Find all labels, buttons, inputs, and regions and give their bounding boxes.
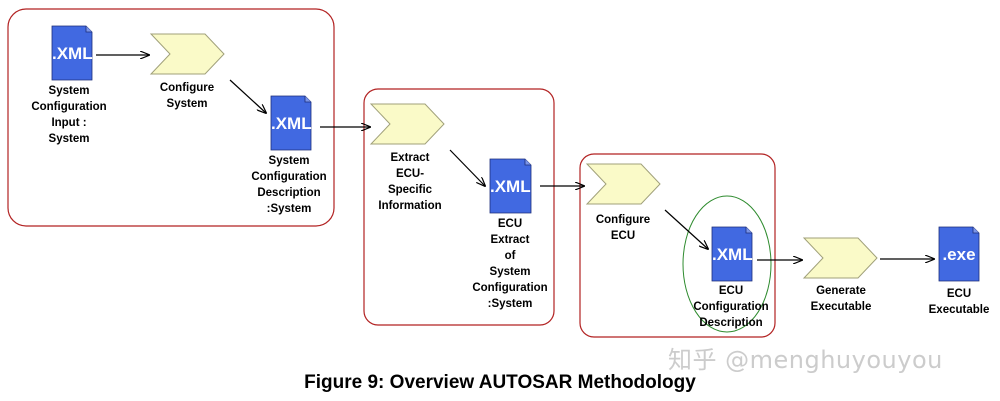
document-icon [711, 226, 753, 282]
step-label: Configure System [159, 82, 215, 110]
document-badge: .XML [712, 245, 753, 264]
step-label: Extract ECU- Specific Information [378, 152, 442, 212]
document-icon [489, 158, 532, 214]
highlight-ellipse [682, 195, 772, 333]
document-icon [51, 25, 93, 81]
arrow-icon [229, 79, 266, 113]
chevron-step-icon [369, 103, 445, 145]
document-label: ECU Executable [928, 288, 990, 316]
group-frame-ecu [579, 153, 776, 338]
document-label: System Configuration Input : System [31, 85, 107, 145]
document-badge: .exe [942, 245, 976, 264]
document-label: System Configuration Description :System [251, 155, 327, 215]
step-label: Generate Executable [810, 285, 872, 313]
document-label: ECU Configuration Description [693, 285, 769, 329]
figure-caption: Figure 9: Overview AUTOSAR Methodology [304, 372, 696, 393]
chevron-step-icon [802, 237, 878, 279]
watermark: 知乎 @menghuyouyou [668, 346, 943, 374]
arrow-icon [449, 149, 485, 186]
arrow-icon [664, 209, 708, 249]
document-label: ECU Extract of System Configuration :Sys… [472, 218, 548, 310]
document-icon [270, 95, 312, 151]
chevron-step-icon [585, 163, 661, 205]
chevron-step-icon [149, 33, 225, 75]
document-badge: .XML [52, 44, 93, 63]
group-frame-extract [363, 88, 555, 326]
document-icon [938, 226, 980, 282]
group-frame-system [7, 8, 335, 227]
document-badge: .XML [271, 114, 312, 133]
step-label: Configure ECU [595, 214, 651, 242]
document-badge: .XML [490, 177, 531, 196]
